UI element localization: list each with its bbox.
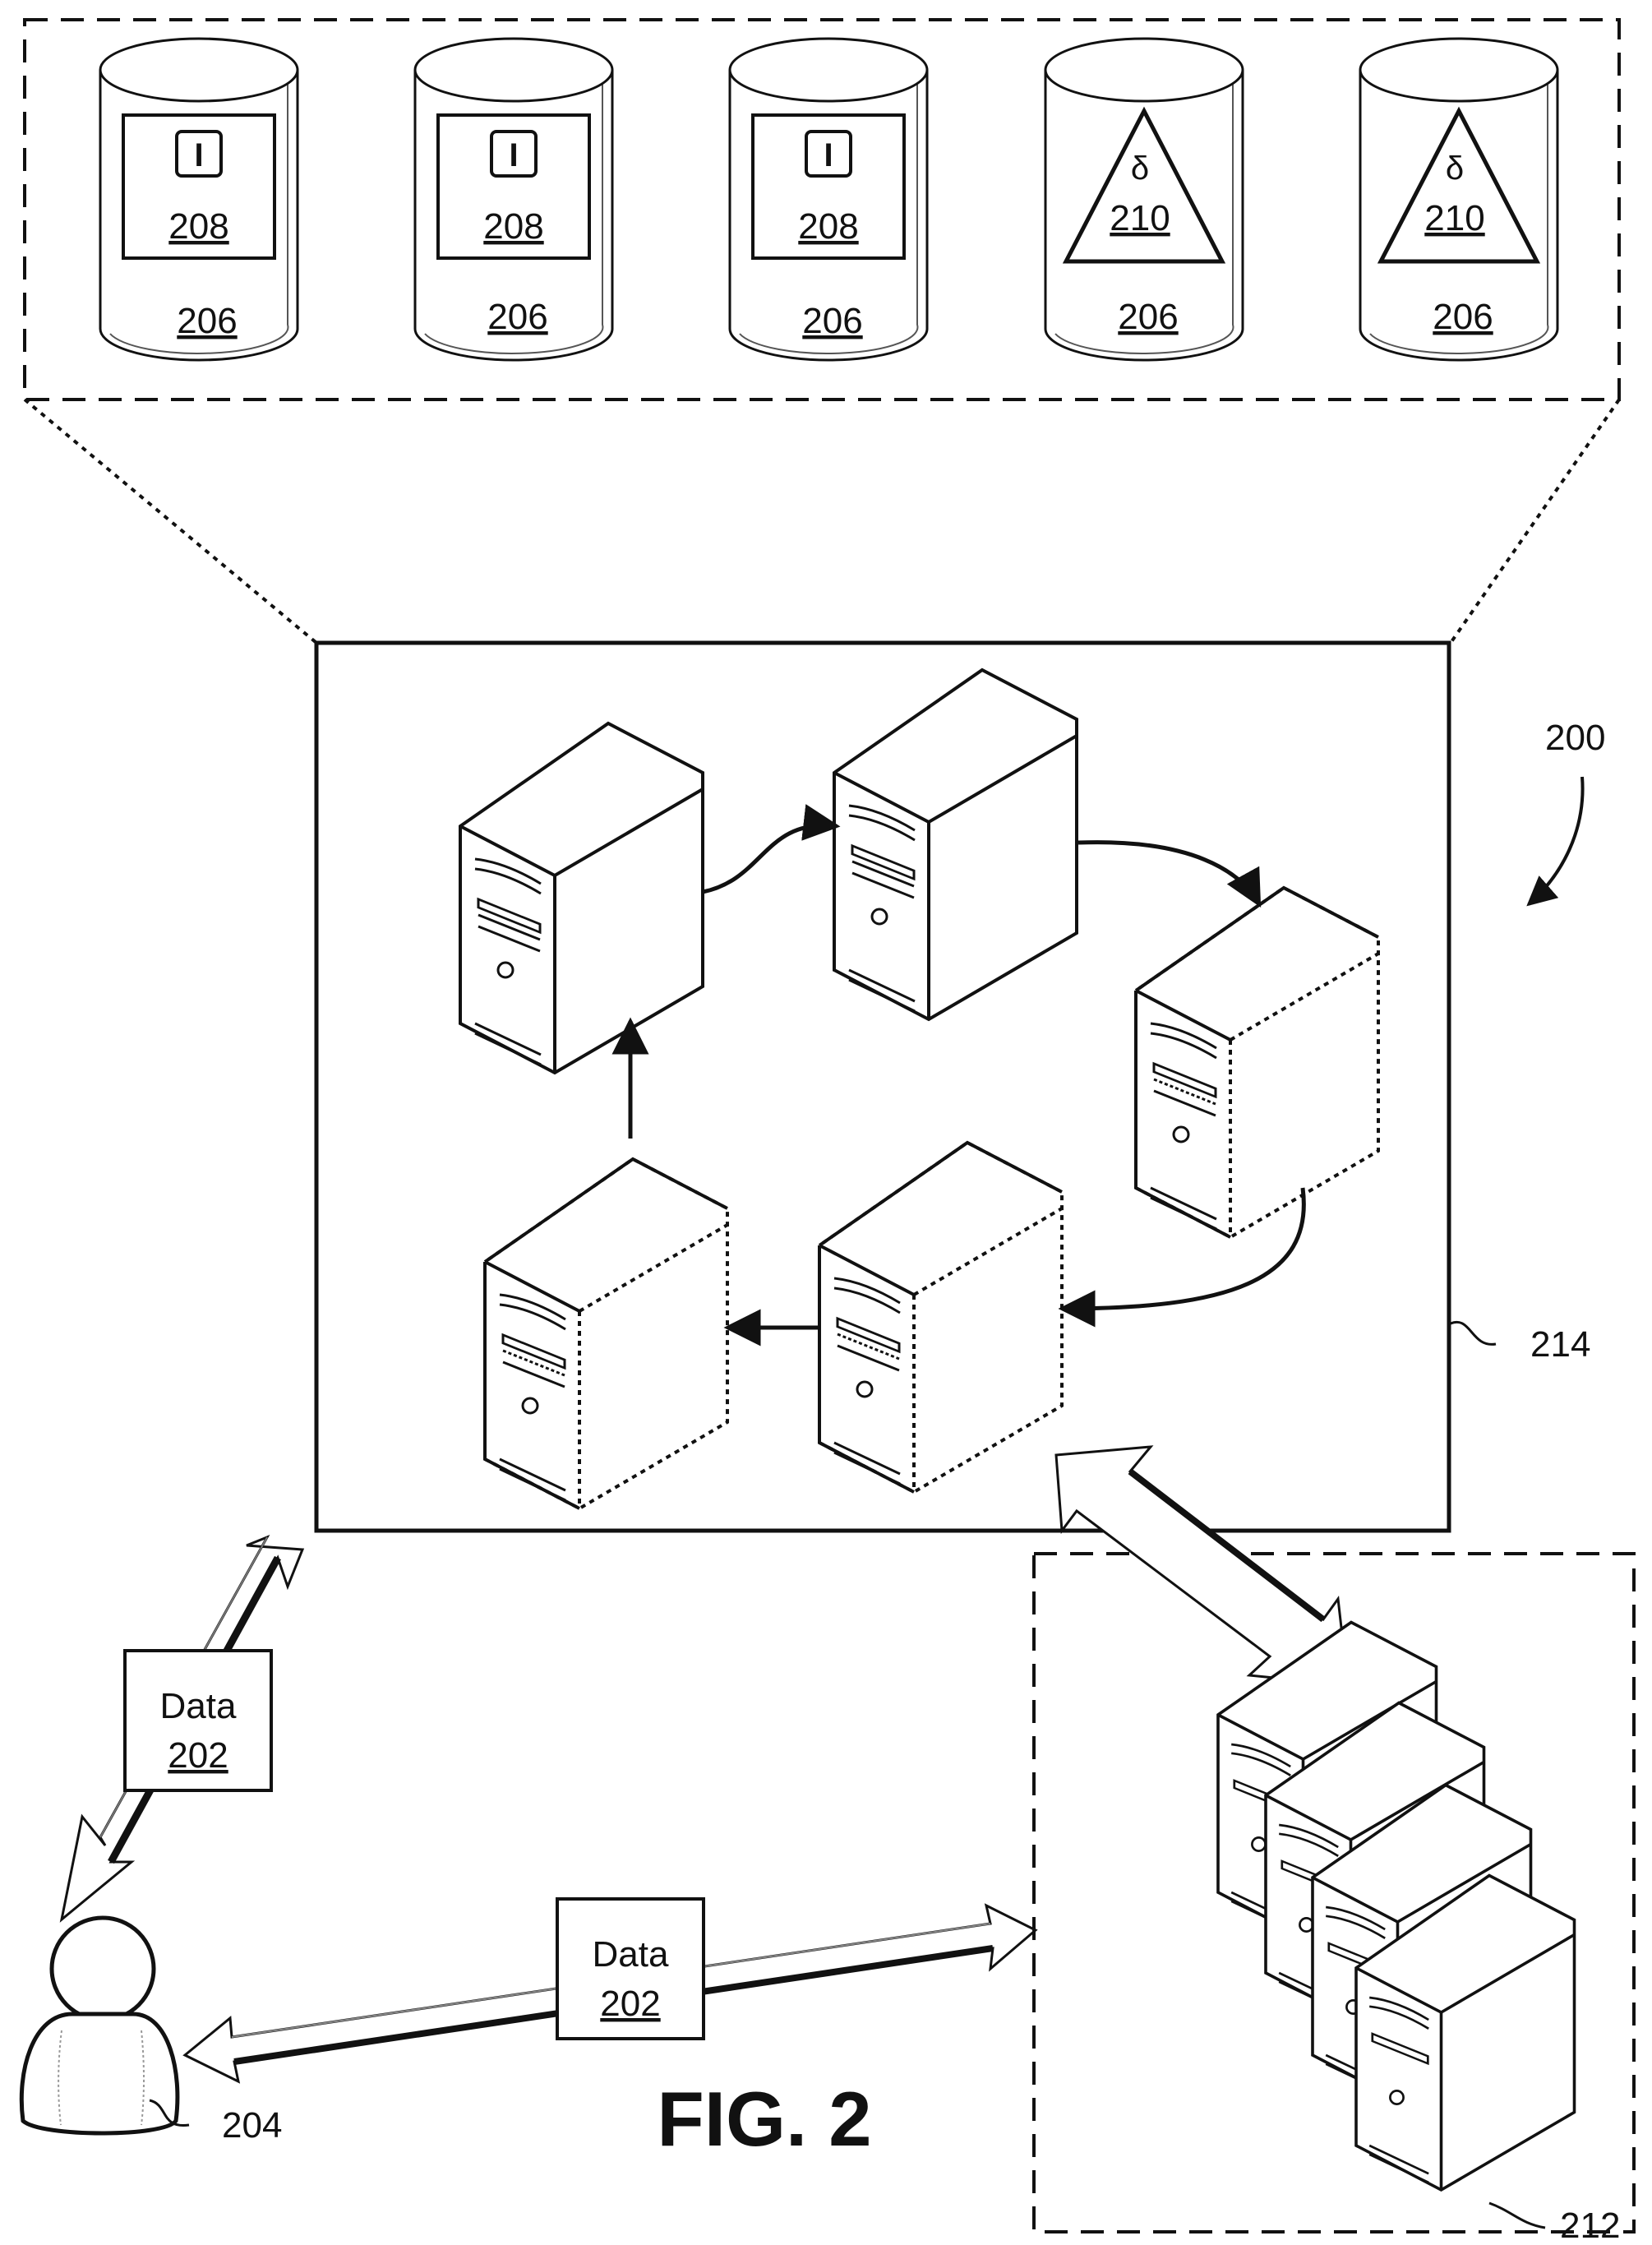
figure-caption: FIG. 2: [657, 2076, 871, 2162]
data-box-label: Data: [593, 1934, 669, 1975]
storage-node-1: I 208 206: [100, 39, 298, 360]
server-bottom-right: [819, 1143, 1062, 1492]
storage-item-symbol: I: [509, 137, 518, 173]
cluster-remote-double-arrow: [1056, 1447, 1348, 1685]
storage-item-symbol: I: [824, 137, 833, 173]
storage-item-symbol: I: [194, 137, 203, 173]
storage-item-ref: 210: [1110, 198, 1170, 238]
cluster-ref-leader: [1451, 1322, 1496, 1344]
data-box-1: Data 202: [125, 1651, 271, 1790]
remote-ref-leader: [1489, 2203, 1545, 2228]
storage-item-ref: 208: [483, 206, 543, 247]
server-top-right: [834, 670, 1077, 1021]
storage-node-5: δ 210 206: [1360, 39, 1557, 360]
link-arrow-2: [1078, 843, 1259, 904]
zoom-line-left: [25, 400, 316, 643]
ref-cluster-box: 214: [1530, 1324, 1590, 1365]
link-arrow-1: [703, 825, 837, 892]
ref-remote-cluster: 212: [1560, 2206, 1620, 2245]
server-bottom-left: [485, 1159, 727, 1508]
storage-node-3: I 208 206: [730, 39, 927, 360]
storage-item-ref: 208: [798, 206, 858, 247]
system-ref-arrow: [1529, 777, 1583, 904]
storage-item-ref: 210: [1424, 198, 1484, 238]
data-box-ref: 202: [168, 1735, 228, 1776]
storage-node-ref: 206: [1433, 297, 1493, 337]
storage-node-4: δ 210 206: [1045, 39, 1243, 360]
storage-node-2: I 208 206: [415, 39, 612, 360]
storage-item-symbol: δ: [1446, 150, 1464, 187]
storage-node-ref: 206: [487, 297, 547, 337]
storage-node-ref: 206: [1118, 297, 1178, 337]
storage-node-ref: 206: [177, 301, 237, 341]
storage-item-symbol: δ: [1131, 150, 1149, 187]
ref-user: 204: [222, 2105, 282, 2146]
data-box-ref: 202: [600, 1984, 660, 2024]
ref-system: 200: [1545, 718, 1605, 758]
data-box-label: Data: [160, 1686, 237, 1726]
data-box-2: Data 202: [557, 1899, 704, 2039]
storage-item-ref: 208: [168, 206, 228, 247]
zoom-line-right: [1451, 400, 1619, 643]
storage-node-ref: 206: [802, 301, 862, 341]
server-right: [1136, 888, 1378, 1237]
server-top-left: [460, 723, 703, 1074]
